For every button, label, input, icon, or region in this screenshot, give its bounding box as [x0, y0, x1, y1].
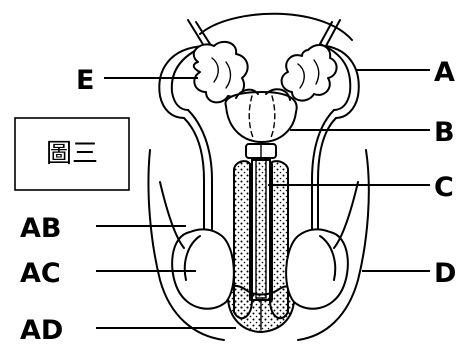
label-B: B	[434, 117, 455, 148]
bulbourethral-gland	[246, 144, 276, 158]
label-AB: AB	[20, 213, 61, 244]
label-D: D	[434, 258, 456, 289]
right-seminal-vesicle	[282, 45, 337, 101]
label-AC: AC	[20, 258, 61, 289]
label-E: E	[76, 65, 94, 96]
label-AD: AD	[20, 315, 63, 344]
left-testis	[172, 229, 234, 308]
figure-title: 圖三	[46, 139, 98, 169]
figure-title-box: 圖三	[15, 118, 129, 190]
prostate-gland	[225, 89, 296, 142]
label-C: C	[434, 172, 454, 203]
label-A: A	[434, 57, 455, 88]
